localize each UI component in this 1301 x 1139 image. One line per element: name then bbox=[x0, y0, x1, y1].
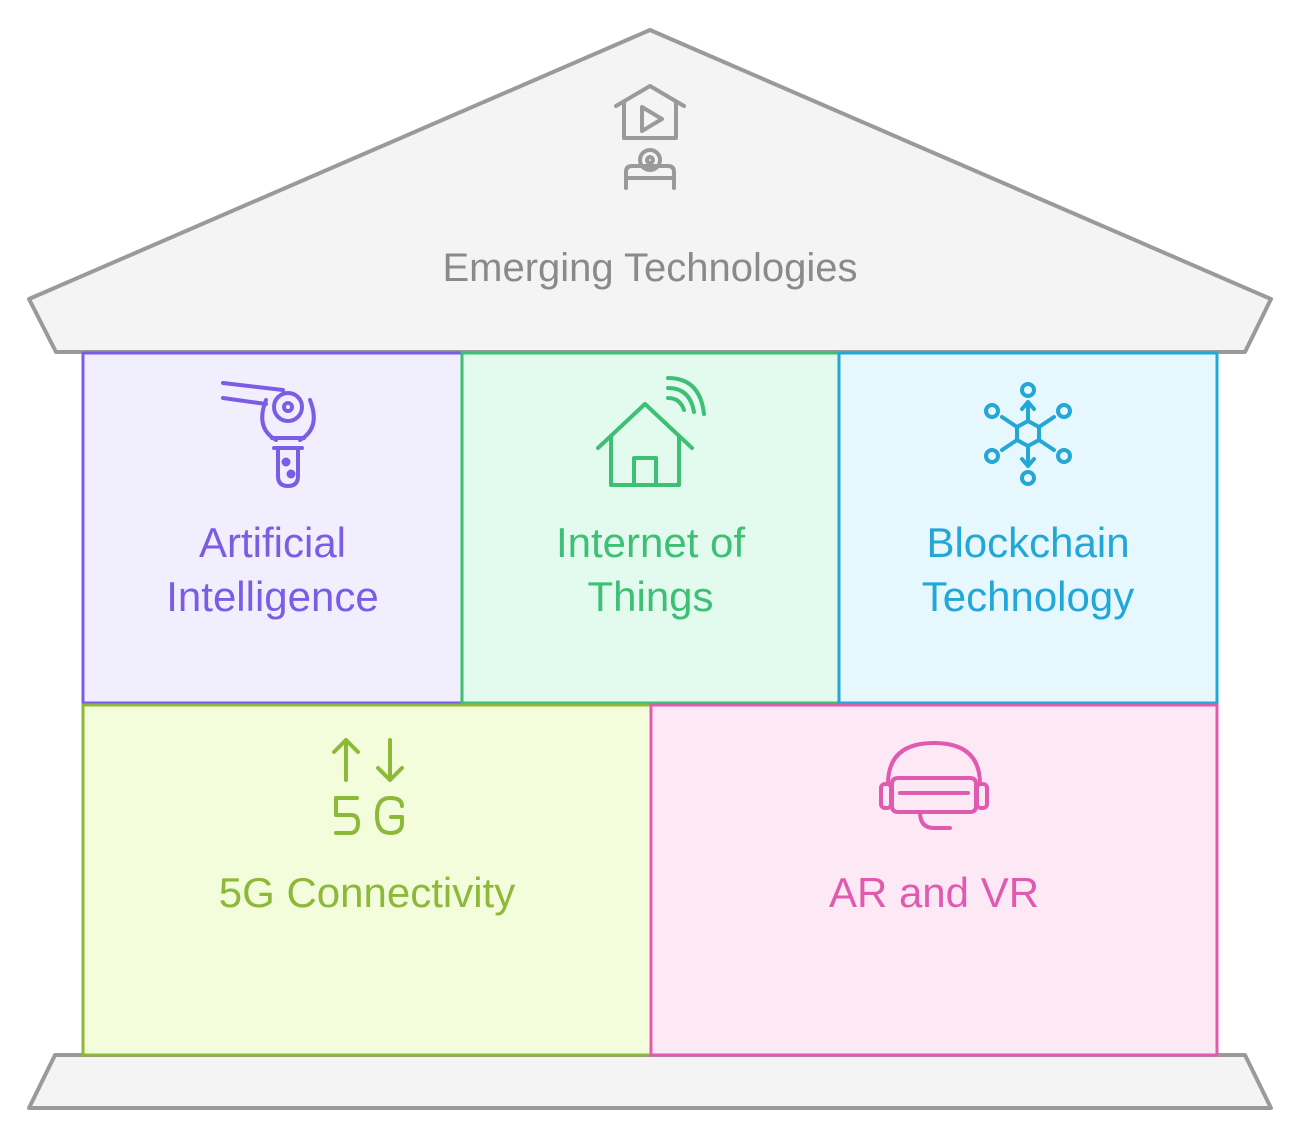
network-nodes-icon bbox=[984, 382, 1072, 486]
pillar-arvr-box bbox=[649, 703, 1219, 1057]
roof-title: Emerging Technologies bbox=[442, 246, 858, 290]
home-theater-icon bbox=[614, 84, 686, 190]
pillar-5g-box bbox=[81, 703, 653, 1057]
smart-home-icon bbox=[596, 376, 706, 487]
pillar-blockchain-line-2: Technology bbox=[921, 573, 1135, 620]
base bbox=[27, 1053, 1273, 1110]
robotic-arm-icon bbox=[221, 381, 316, 488]
pillar-blockchain-line-1: Blockchain bbox=[926, 519, 1130, 566]
5g-signal-icon bbox=[332, 738, 404, 835]
pillar-ai-line-2: Intelligence bbox=[166, 573, 379, 620]
pillar-arvr-label: AR and VR bbox=[651, 866, 1217, 920]
vr-headset-icon bbox=[879, 741, 989, 830]
pillar-blockchain-label: Blockchain Technology bbox=[839, 516, 1217, 624]
pillar-5g-label: 5G Connectivity bbox=[83, 866, 651, 920]
pillar-ai-label: Artificial Intelligence bbox=[83, 516, 462, 624]
pillar-iot-label: Internet of Things bbox=[462, 516, 839, 624]
roof bbox=[27, 28, 1273, 354]
pillar-iot-line-1: Internet of bbox=[555, 519, 746, 566]
pillar-ai-line-1: Artificial bbox=[198, 519, 347, 566]
pillar-iot-line-2: Things bbox=[587, 573, 714, 620]
pillar-ai-box bbox=[81, 351, 464, 705]
pillar-arvr-line-1: AR and VR bbox=[828, 869, 1040, 916]
pillar-5g-line-1: 5G Connectivity bbox=[218, 869, 516, 916]
